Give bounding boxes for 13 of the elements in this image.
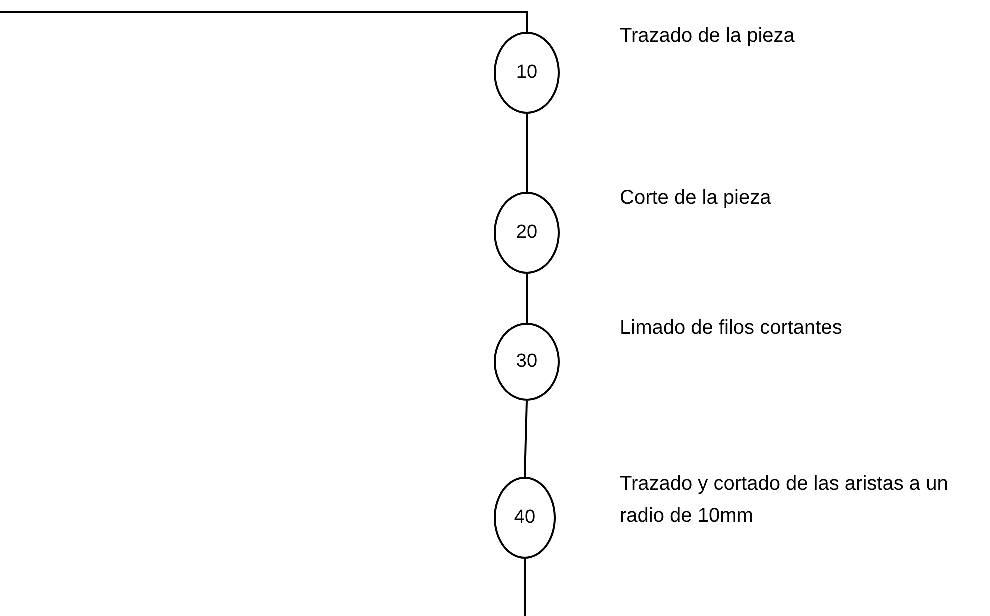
- step-description: Limado de filos cortantes: [620, 316, 844, 341]
- step-description: Trazado de la pieza: [620, 24, 796, 49]
- step-description: Corte de la pieza: [620, 186, 772, 211]
- step-number: 40: [514, 506, 536, 530]
- step-description: Trazado y cortado de las aristas a un radio de 10mm: [620, 472, 950, 529]
- step-number: 20: [516, 220, 538, 245]
- connector-line: [526, 274, 528, 323]
- step-number: 30: [516, 350, 538, 374]
- connector-line: [0, 11, 528, 32]
- step-number: 10: [516, 60, 538, 85]
- connector-line: [526, 114, 528, 192]
- connector-line: [524, 400, 528, 478]
- connector-line: [524, 559, 526, 616]
